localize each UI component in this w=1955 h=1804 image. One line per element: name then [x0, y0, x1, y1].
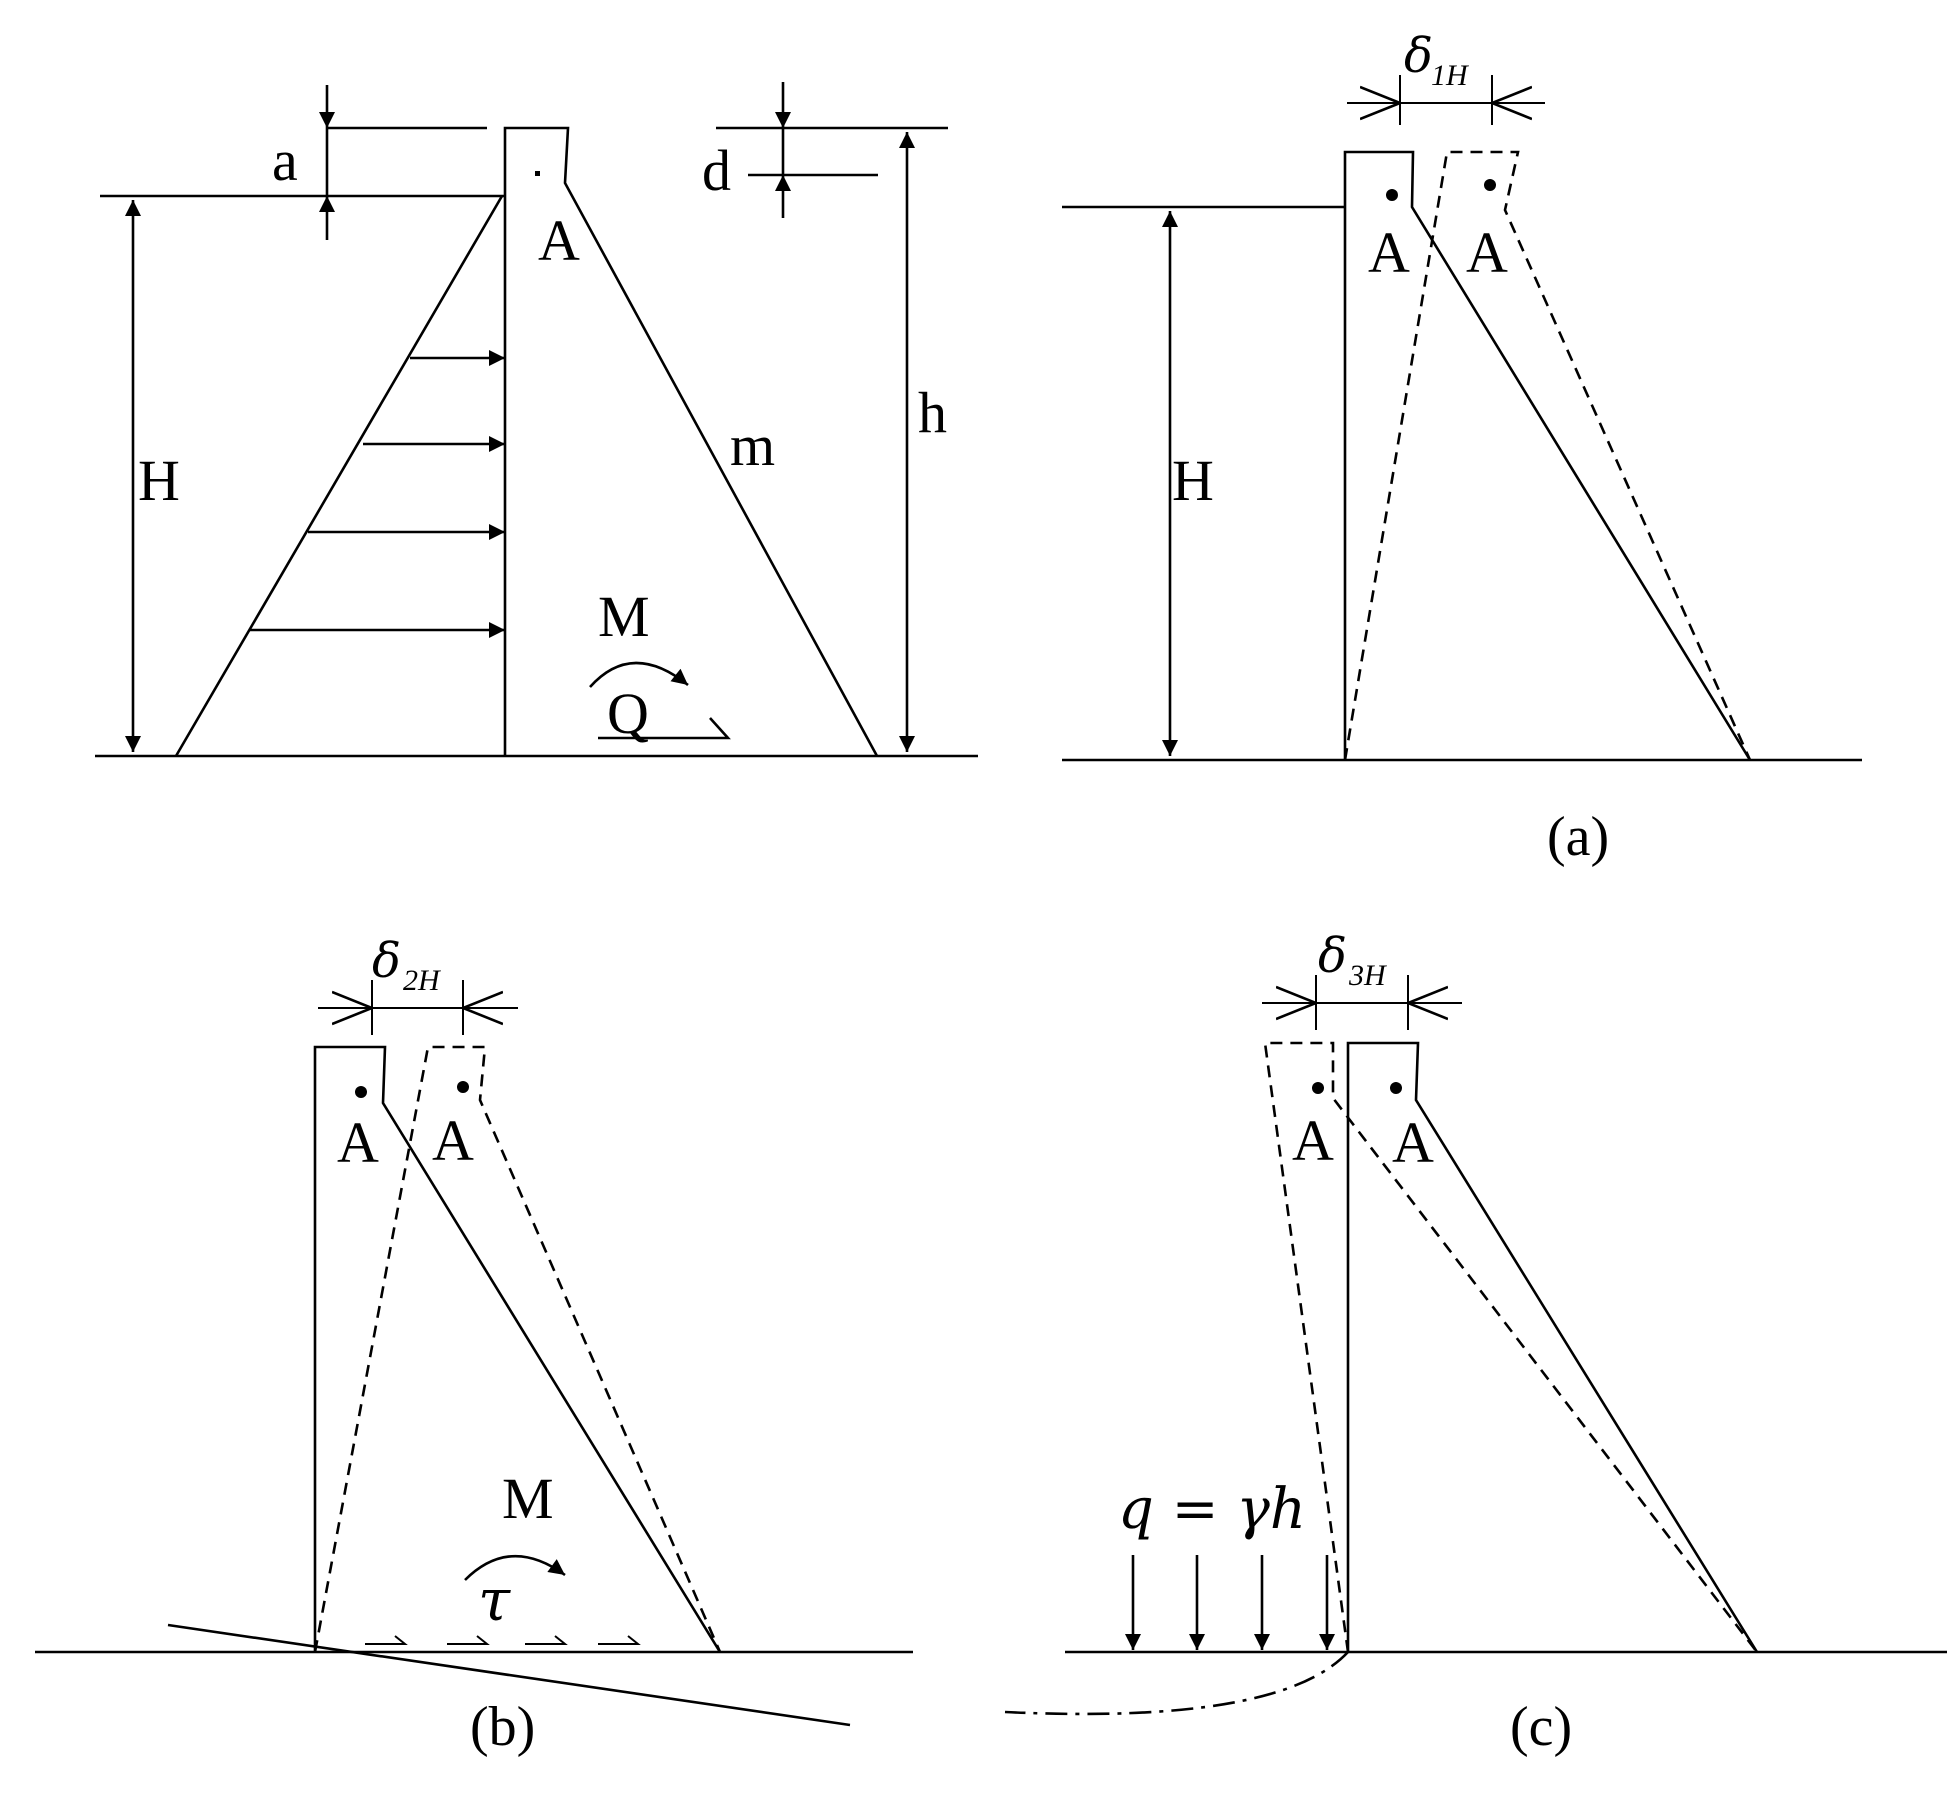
- label-d: d: [702, 138, 731, 203]
- label-A-displaced: A: [432, 1108, 474, 1173]
- water-pressure-arrows: [250, 350, 505, 638]
- dam-original-outline: [1346, 1041, 1759, 1653]
- label-A: A: [538, 208, 580, 273]
- caption-c: (c): [1510, 1696, 1572, 1758]
- delta-subscript: 3H: [1348, 959, 1388, 992]
- point-A-original: [355, 1086, 367, 1098]
- label-A-displaced: A: [1466, 220, 1508, 285]
- label-H: H: [1172, 448, 1214, 513]
- caption-a: (a): [1547, 806, 1609, 868]
- shear-tick: [365, 1635, 408, 1645]
- main-diagram: a d H h A m M Q: [95, 82, 978, 758]
- panel-b: δ 2H A A M τ (b): [35, 933, 913, 1758]
- point-A-displaced: [457, 1081, 469, 1093]
- label-A-original: A: [1392, 1110, 1434, 1175]
- delta-symbol: δ: [1404, 28, 1433, 84]
- point-A-original: [1390, 1082, 1402, 1094]
- rotated-foundation-line: [167, 1623, 851, 1727]
- dam-displaced-outline: [1343, 150, 1752, 761]
- panel-a: δ 1H H A A (a): [1062, 28, 1862, 868]
- point-A-marker: [535, 171, 540, 176]
- label-A-displaced: A: [1292, 1108, 1334, 1173]
- label-tau: τ: [478, 1566, 511, 1634]
- shear-tick: [447, 1635, 490, 1645]
- settlement-curve: [1004, 1651, 1349, 1716]
- delta-subscript: 2H: [403, 964, 442, 997]
- label-M: M: [598, 584, 650, 649]
- shear-half-arrow: [598, 717, 731, 740]
- label-A-original: A: [1368, 220, 1410, 285]
- dam-displaced-outline: [1263, 1041, 1759, 1653]
- shear-tick: [525, 1635, 568, 1645]
- point-A-original: [1386, 189, 1398, 201]
- load-label: q = γh: [1118, 1477, 1306, 1542]
- label-H: H: [138, 448, 180, 513]
- dam-original-outline: [1343, 150, 1752, 761]
- label-h: h: [918, 380, 947, 445]
- label-M: M: [502, 1466, 554, 1531]
- dam-original-outline: [313, 1045, 722, 1653]
- caption-b: (b): [470, 1696, 535, 1758]
- panel-c: δ 3H A A q = γh (c): [1004, 928, 1947, 1758]
- label-m: m: [730, 413, 775, 478]
- delta-symbol: δ: [372, 933, 401, 989]
- dam-displaced-outline: [313, 1045, 722, 1653]
- moment-arc: [589, 661, 689, 688]
- shear-tick: [598, 1635, 641, 1645]
- delta-symbol: δ: [1318, 928, 1347, 984]
- label-A-original: A: [337, 1110, 379, 1175]
- shear-ticks: [365, 1635, 641, 1645]
- delta-subscript: 1H: [1431, 59, 1470, 92]
- dam-outline: [503, 126, 879, 757]
- label-a: a: [272, 128, 298, 193]
- load-arrows: [1125, 1555, 1335, 1650]
- moment-arc: [464, 1554, 566, 1581]
- point-A-displaced: [1484, 179, 1496, 191]
- pressure-triangle-edge: [174, 195, 504, 757]
- label-Q: Q: [607, 681, 649, 746]
- point-A-displaced: [1312, 1082, 1324, 1094]
